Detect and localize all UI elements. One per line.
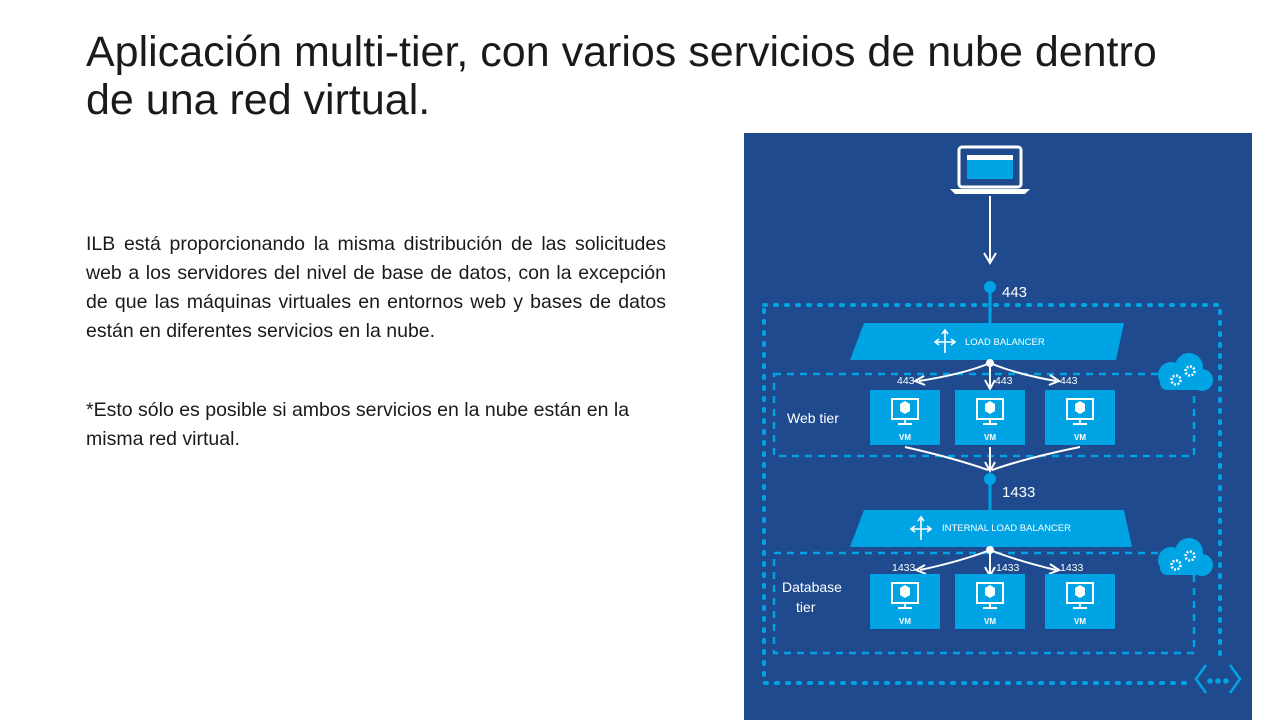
- web-vm-2-label: VM: [984, 433, 996, 442]
- db-vm-3: VM: [1045, 574, 1115, 629]
- internal-load-balancer: INTERNAL LOAD BALANCER: [850, 510, 1132, 547]
- db-vm-2-label: VM: [984, 617, 996, 626]
- vm-monitor-icon: [891, 582, 919, 609]
- slide-body: ILB está proporcionando la misma distrib…: [86, 230, 666, 454]
- web-port-1: 443: [897, 375, 915, 387]
- footnote: *Esto sólo es posible si ambos servicios…: [86, 399, 630, 450]
- web-vm-1-label: VM: [899, 433, 911, 442]
- cloud-service-icon: [1158, 538, 1213, 576]
- description-paragraph: ILB está proporcionando la misma distrib…: [86, 233, 666, 342]
- vm-monitor-icon: [976, 398, 1004, 425]
- db-port-2: 1433: [996, 562, 1020, 574]
- laptop-icon: [950, 145, 1030, 194]
- entry-port-label: 443: [1002, 284, 1027, 301]
- db-port-1: 1433: [892, 562, 916, 574]
- cloud-service-icon: [1158, 353, 1213, 391]
- load-balancer: LOAD BALANCER: [850, 323, 1124, 360]
- database-tier-label-line1: Database: [782, 579, 842, 595]
- load-balancer-icon: [933, 328, 957, 353]
- virtual-network-icon: [1192, 659, 1246, 699]
- db-vm-1: VM: [870, 574, 940, 629]
- slide-title: Aplicación multi-tier, con varios servic…: [86, 28, 1157, 124]
- db-port-3: 1433: [1060, 562, 1084, 574]
- web-vm-2: VM: [955, 390, 1025, 445]
- db-vm-3-label: VM: [1074, 617, 1086, 626]
- web-tier-label: Web tier: [787, 410, 839, 426]
- entry-endpoint: [984, 281, 996, 293]
- database-tier-label-line2: tier: [796, 599, 816, 615]
- vm-monitor-icon: [1066, 582, 1094, 609]
- vm-monitor-icon: [891, 398, 919, 425]
- vm-monitor-icon: [1066, 398, 1094, 425]
- web-tier-boundary: [772, 372, 1196, 458]
- web-vm-3-label: VM: [1074, 433, 1086, 442]
- internal-port-label: 1433: [1002, 484, 1035, 501]
- web-port-2: 443: [995, 375, 1013, 387]
- internal-load-balancer-label: INTERNAL LOAD BALANCER: [942, 523, 1071, 534]
- internal-endpoint: [984, 473, 996, 485]
- db-vm-1-label: VM: [899, 617, 911, 626]
- load-balancer-icon: [909, 515, 933, 540]
- load-balancer-label: LOAD BALANCER: [965, 337, 1045, 348]
- vm-monitor-icon: [976, 582, 1004, 609]
- web-vm-3: VM: [1045, 390, 1115, 445]
- web-vm-1: VM: [870, 390, 940, 445]
- web-port-3: 443: [1060, 375, 1078, 387]
- db-vm-2: VM: [955, 574, 1025, 629]
- architecture-diagram: 443 LOAD BALANCER Web tier: [744, 133, 1252, 720]
